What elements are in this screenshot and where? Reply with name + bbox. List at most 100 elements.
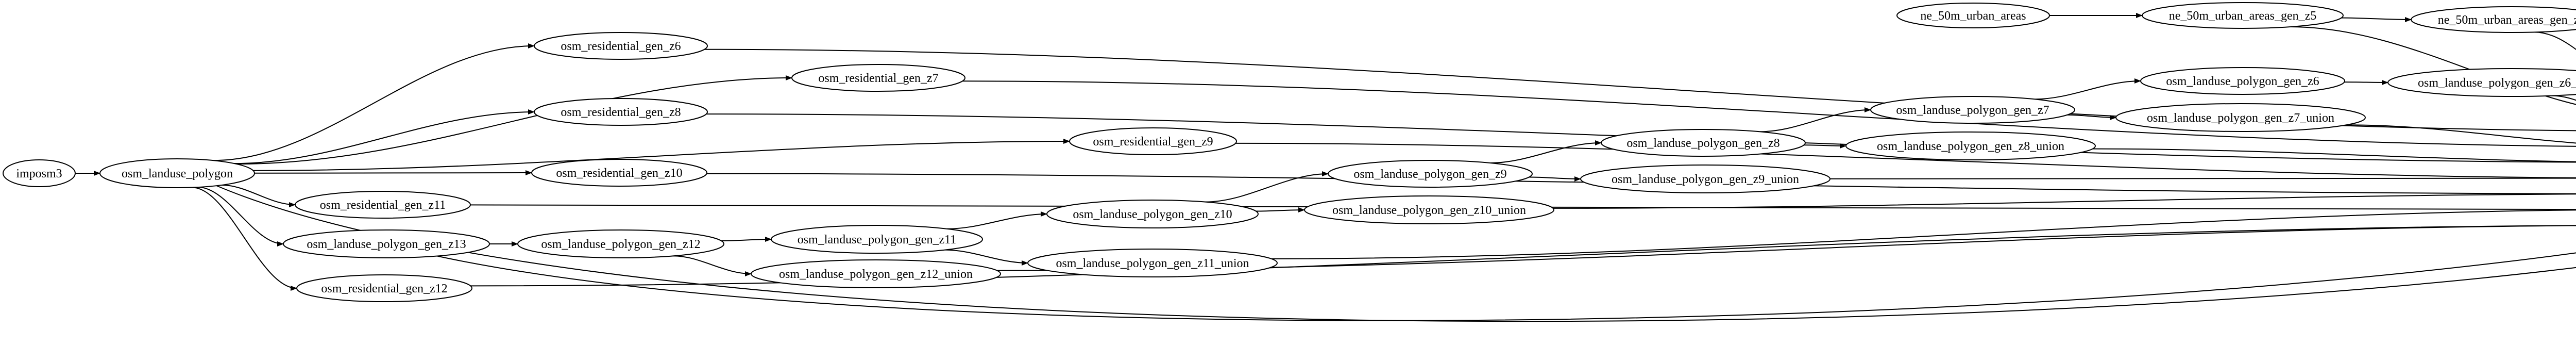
edge-osm-landuse-polygon-gen-z9-union-to-layer-landuse-z9 (1829, 177, 2576, 179)
node-osm-landuse-polygon-gen-z13: osm_landuse_polygon_gen_z13 (283, 229, 490, 258)
node-label-osm-landuse-polygon: osm_landuse_polygon (122, 167, 233, 180)
node-label-osm-landuse-polygon-gen-z7: osm_landuse_polygon_gen_z7 (1896, 104, 2049, 117)
node-ellipse-osm-landuse-polygon-gen-z11-union (1027, 249, 1278, 277)
node-osm-landuse-polygon-gen-z9-union: osm_landuse_polygon_gen_z9_union (1580, 164, 1831, 193)
node-ellipse-osm-landuse-polygon-gen-z8-union (1845, 131, 2096, 160)
edge-osm-landuse-polygon-gen-z8-to-osm-landuse-polygon-gen-z7 (1759, 107, 1871, 133)
edge-osm-landuse-polygon-gen-z6-union-to-layer-landuse-z6 (2551, 95, 2576, 101)
node-ellipse-ne-50m-urban-areas-gen-z5 (2142, 2, 2344, 29)
node-ellipse-osm-landuse-polygon-gen-z7 (1870, 96, 2075, 124)
node-osm-residential-gen-z8: osm_residential_gen_z8 (534, 98, 708, 126)
edge-osm-landuse-polygon-gen-z6-to-osm-landuse-polygon-gen-z6-union (2344, 79, 2388, 85)
edge-osm-landuse-polygon-to-layer-landuse-z14 (216, 185, 2576, 322)
node-ellipse-osm-residential-gen-z11 (295, 191, 471, 219)
edge-osm-landuse-polygon-gen-z7-to-osm-landuse-polygon-gen-z6 (2035, 78, 2141, 100)
node-osm-landuse-polygon-gen-z8-union: osm_landuse_polygon_gen_z8_union (1845, 131, 2096, 160)
node-osm-residential-gen-z10: osm_residential_gen_z10 (531, 159, 707, 187)
edge-ne-50m-urban-areas-gen-z4-to-layer-landuse-z4 (2534, 31, 2576, 51)
node-ellipse-osm-residential-gen-z8 (534, 98, 708, 126)
node-osm-landuse-polygon-gen-z9: osm_landuse_polygon_gen_z9 (1328, 160, 1533, 188)
node-osm-landuse-polygon-gen-z10-union: osm_landuse_polygon_gen_z10_union (1304, 195, 1554, 224)
node-ellipse-osm-landuse-polygon-gen-z9-union (1580, 164, 1831, 193)
node-osm-landuse-polygon-gen-z10: osm_landuse_polygon_gen_z10 (1046, 200, 1259, 228)
edge-osm-landuse-polygon-gen-z11-to-osm-landuse-polygon-gen-z10 (947, 211, 1047, 229)
edge-osm-landuse-polygon-to-osm-residential-gen-z7 (236, 75, 792, 165)
node-ellipse-osm-residential-gen-z10 (531, 159, 707, 187)
node-ne-50m-urban-areas-gen-z4: ne_50m_urban_areas_gen_z4 (2411, 6, 2576, 33)
node-label-osm-residential-gen-z10: osm_residential_gen_z10 (556, 167, 682, 180)
node-ellipse-osm-residential-gen-z9 (1069, 127, 1237, 155)
edge-osm-landuse-polygon-gen-z12-to-osm-landuse-polygon-gen-z12-union (673, 255, 752, 276)
edge-osm-landuse-polygon-gen-z7-union-to-layer-landuse-z7 (2346, 124, 2576, 144)
node-osm-landuse-polygon-gen-z6-union: osm_landuse_polygon_gen_z6_union (2387, 68, 2576, 97)
edge-osm-landuse-polygon-gen-z11-to-osm-landuse-polygon-gen-z11-union (944, 249, 1028, 266)
node-ellipse-osm-residential-gen-z6 (534, 32, 708, 60)
node-ellipse-osm-landuse-polygon-gen-z6-union (2387, 68, 2576, 97)
edge-osm-landuse-polygon-to-osm-landuse-polygon-gen-z13 (198, 186, 284, 246)
node-ellipse-ne-50m-urban-areas-gen-z4 (2411, 6, 2576, 33)
node-osm-landuse-polygon-gen-z12-union: osm_landuse_polygon_gen_z12_union (751, 259, 1001, 288)
node-osm-residential-gen-z11: osm_residential_gen_z11 (295, 191, 471, 219)
node-label-osm-landuse-polygon-gen-z7-union: osm_landuse_polygon_gen_z7_union (2147, 111, 2334, 125)
edge-osm-landuse-polygon-to-osm-residential-gen-z8 (234, 109, 535, 164)
edge-osm-landuse-polygon-to-osm-residential-gen-z12 (192, 187, 297, 291)
node-osm-landuse-polygon-gen-z11: osm_landuse_polygon_gen_z11 (771, 225, 983, 254)
node-osm-residential-gen-z7: osm_residential_gen_z7 (791, 64, 965, 92)
node-ne-50m-urban-areas: ne_50m_urban_areas (1896, 3, 2050, 28)
node-ellipse-osm-landuse-polygon-gen-z12 (517, 229, 724, 258)
node-ellipse-osm-landuse-polygon-gen-z6 (2140, 67, 2345, 95)
node-label-osm-landuse-polygon-gen-z12-union: osm_landuse_polygon_gen_z12_union (779, 268, 973, 281)
node-label-osm-landuse-polygon-gen-z8: osm_landuse_polygon_gen_z8 (1626, 137, 1780, 150)
edge-osm-landuse-polygon-gen-z10-to-osm-landuse-polygon-gen-z9 (1205, 171, 1329, 203)
node-label-osm-residential-gen-z12: osm_residential_gen_z12 (321, 282, 447, 295)
node-ne-50m-urban-areas-gen-z5: ne_50m_urban_areas_gen_z5 (2142, 2, 2344, 29)
edge-osm-landuse-polygon-gen-z7-to-osm-landuse-polygon-gen-z7-union (2067, 114, 2116, 120)
node-label-osm-landuse-polygon-gen-z10: osm_landuse_polygon_gen_z10 (1073, 208, 1232, 221)
node-ellipse-imposm3 (3, 159, 76, 187)
node-ellipse-osm-residential-gen-z12 (296, 274, 472, 302)
edge-osm-landuse-polygon-gen-z9-to-osm-landuse-polygon-gen-z9-union (1529, 176, 1581, 182)
node-ellipse-osm-landuse-polygon-gen-z9 (1328, 160, 1533, 188)
edge-osm-landuse-polygon-gen-z12-to-osm-landuse-polygon-gen-z11 (721, 237, 772, 242)
node-ellipse-osm-landuse-polygon-gen-z13 (283, 229, 490, 258)
node-label-osm-landuse-polygon-gen-z8-union: osm_landuse_polygon_gen_z8_union (1877, 140, 2064, 153)
edge-ne-50m-urban-areas-gen-z5-to-ne-50m-urban-areas-gen-z4 (2341, 17, 2412, 22)
node-osm-residential-gen-z9: osm_residential_gen_z9 (1069, 127, 1237, 155)
node-label-osm-landuse-polygon-gen-z6: osm_landuse_polygon_gen_z6 (2166, 75, 2319, 88)
node-label-ne-50m-urban-areas-gen-z5: ne_50m_urban_areas_gen_z5 (2169, 9, 2317, 23)
node-ellipse-osm-landuse-polygon-gen-z8 (1601, 129, 1806, 157)
node-ellipse-ne-50m-urban-areas (1896, 3, 2050, 28)
node-osm-landuse-polygon-gen-z11-union: osm_landuse_polygon_gen_z11_union (1027, 249, 1278, 277)
node-osm-landuse-polygon: osm_landuse_polygon (99, 158, 255, 188)
node-label-osm-landuse-polygon-gen-z12: osm_landuse_polygon_gen_z12 (541, 238, 700, 251)
edge-osm-landuse-polygon-to-osm-residential-gen-z9 (253, 139, 1070, 171)
node-label-osm-residential-gen-z8: osm_residential_gen_z8 (561, 106, 681, 119)
node-ellipse-osm-landuse-polygon-gen-z10-union (1304, 195, 1554, 224)
node-label-osm-residential-gen-z9: osm_residential_gen_z9 (1093, 135, 1213, 149)
edge-osm-landuse-polygon-gen-z9-to-osm-landuse-polygon-gen-z8 (1490, 140, 1602, 163)
node-label-osm-landuse-polygon-gen-z11-union: osm_landuse_polygon_gen_z11_union (1056, 257, 1249, 270)
node-ellipse-osm-landuse-polygon-gen-z12-union (751, 259, 1001, 288)
edge-osm-residential-gen-z11-to-layer-landuse-z11 (470, 204, 2576, 210)
edges-layer (75, 13, 2576, 322)
node-label-osm-residential-gen-z6: osm_residential_gen_z6 (561, 40, 681, 53)
node-ellipse-osm-landuse-polygon-gen-z10 (1046, 200, 1259, 228)
node-osm-landuse-polygon-gen-z7: osm_landuse_polygon_gen_z7 (1870, 96, 2075, 124)
edge-osm-landuse-polygon-gen-z11-union-to-layer-landuse-z11 (1271, 209, 2576, 259)
node-ellipse-osm-landuse-polygon (99, 158, 255, 188)
edge-osm-landuse-polygon-gen-z13-to-layer-landuse-z13 (435, 252, 2576, 321)
node-label-imposm3: imposm3 (16, 167, 62, 180)
node-label-osm-landuse-polygon-gen-z9: osm_landuse_polygon_gen_z9 (1353, 168, 1506, 181)
node-label-osm-landuse-polygon-gen-z10-union: osm_landuse_polygon_gen_z10_union (1332, 204, 1526, 217)
node-osm-landuse-polygon-gen-z8: osm_landuse_polygon_gen_z8 (1601, 129, 1806, 157)
node-ellipse-osm-landuse-polygon-gen-z7-union (2115, 103, 2366, 132)
edge-osm-landuse-polygon-gen-z10-to-osm-landuse-polygon-gen-z10-union (1256, 207, 1305, 213)
node-label-osm-landuse-polygon-gen-z6-union: osm_landuse_polygon_gen_z6_union (2418, 76, 2576, 90)
node-osm-residential-gen-z12: osm_residential_gen_z12 (296, 274, 472, 302)
node-label-ne-50m-urban-areas-gen-z4: ne_50m_urban_areas_gen_z4 (2438, 13, 2576, 27)
edge-osm-landuse-polygon-gen-z8-to-osm-landuse-polygon-gen-z8-union (1804, 143, 1846, 149)
edge-osm-landuse-polygon-gen-z10-union-to-layer-landuse-z10 (1553, 193, 2576, 209)
node-osm-residential-gen-z6: osm_residential_gen_z6 (534, 32, 708, 60)
edge-osm-residential-gen-z7-to-layer-landuse-z7 (962, 80, 2576, 147)
node-ellipse-osm-residential-gen-z7 (791, 64, 965, 92)
